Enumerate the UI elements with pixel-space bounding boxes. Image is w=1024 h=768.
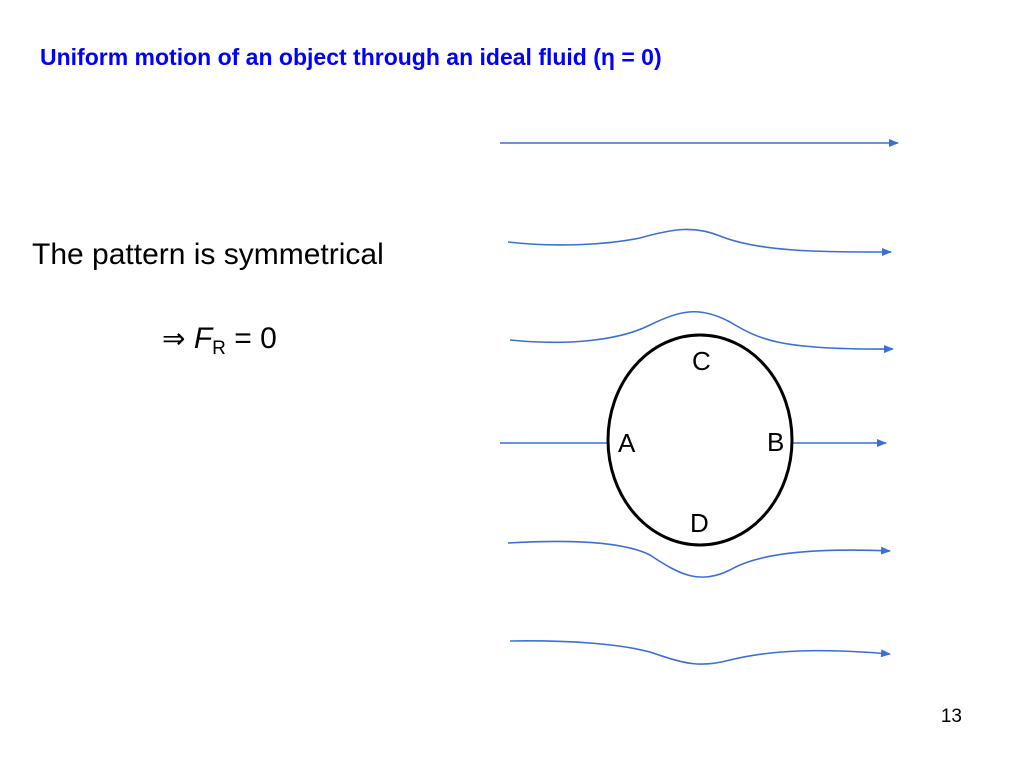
- streamline-5: [507, 540, 891, 578]
- point-label-d: D: [690, 508, 709, 538]
- point-label-a: A: [618, 428, 636, 458]
- force-subscript: R: [212, 338, 226, 359]
- force-variable: F: [193, 322, 213, 355]
- implies-symbol: ⇒: [162, 322, 186, 355]
- streamline-3: [509, 311, 894, 354]
- point-label-c: C: [692, 346, 711, 376]
- object-outline: [606, 333, 794, 547]
- symmetry-statement: The pattern is symmetrical: [32, 238, 384, 271]
- page-number: 13: [940, 706, 962, 727]
- point-label-b: B: [767, 427, 784, 457]
- equation-rest: = 0: [225, 322, 277, 355]
- streamline-6: [509, 640, 891, 665]
- result-equation: ⇒ FR = 0: [162, 322, 277, 360]
- slide-title: Uniform motion of an object through an i…: [40, 44, 662, 70]
- streamline-2: [507, 228, 892, 256]
